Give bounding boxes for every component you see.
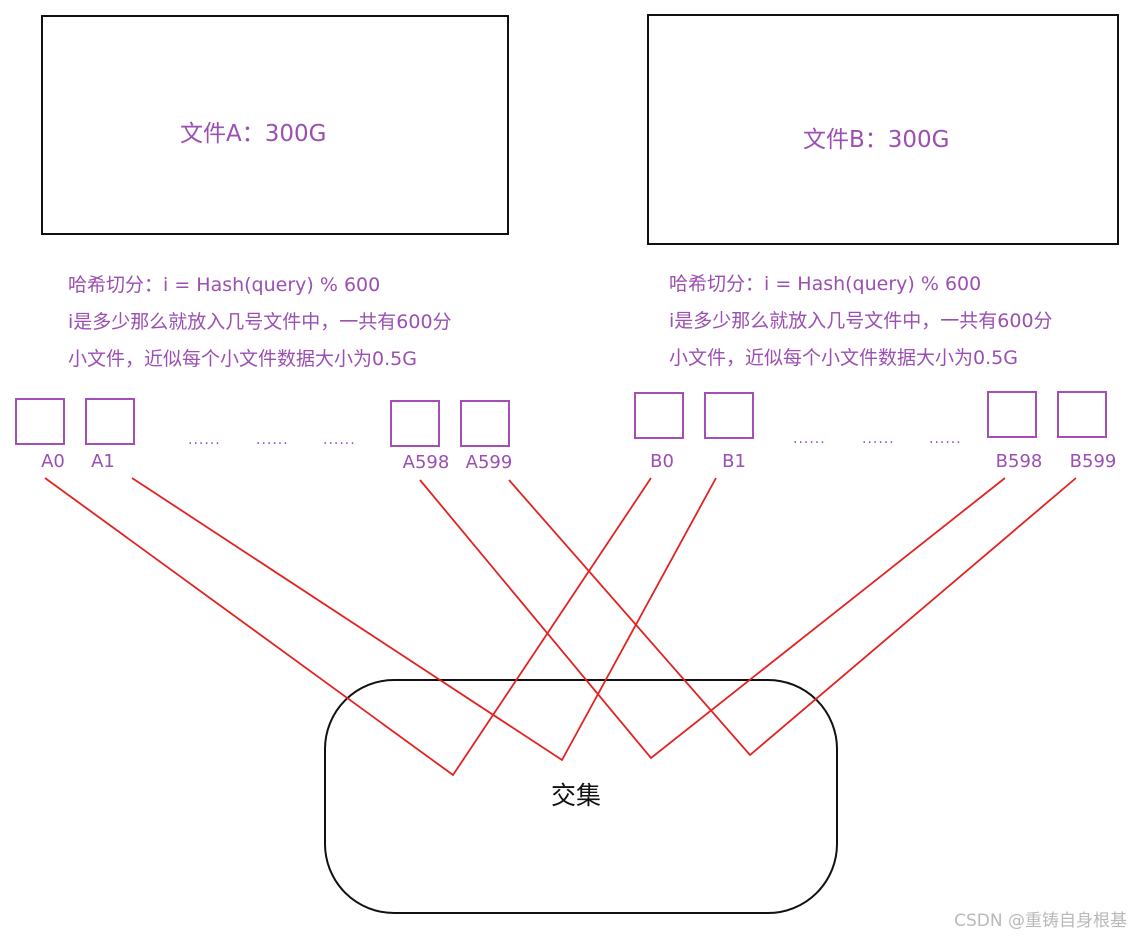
file-b-note-line: i是多少那么就放入几号文件中，一共有600分 [669,310,1053,332]
chunk-a598-box [390,400,440,447]
ellipsis: ...... [793,431,826,447]
intersection-label: 交集 [551,781,602,810]
file-b-note-line: 哈希切分：i = Hash(query) % 600 [669,273,982,295]
ellipsis: ...... [256,432,289,448]
chunk-b0-label: B0 [650,451,674,472]
file-a-note-line: 小文件，近似每个小文件数据大小为0.5G [68,348,417,370]
ellipsis: ...... [323,432,356,448]
line-a1-b1 [131,477,717,762]
file-a-notes: 哈希切分：i = Hash(query) % 600 i是多少那么就放入几号文件… [68,267,452,378]
file-a-title: 文件A：300G [180,121,327,147]
line-a599-b599 [508,477,1077,757]
chunk-a0-box [15,398,65,445]
chunk-a0-label: A0 [41,451,65,472]
chunk-b598-label: B598 [995,451,1043,472]
chunk-b0-box [634,392,684,439]
watermark: CSDN @重铸自身根基 [954,911,1127,931]
file-a-note-line: i是多少那么就放入几号文件中，一共有600分 [68,311,452,333]
file-b-note-line: 小文件，近似每个小文件数据大小为0.5G [669,347,1018,369]
chunk-a599-label: A599 [465,452,513,473]
ellipsis: ...... [862,431,895,447]
line-a598-b598 [419,477,1006,760]
chunk-a599-box [460,400,510,447]
file-b-notes: 哈希切分：i = Hash(query) % 600 i是多少那么就放入几号文件… [669,266,1053,377]
file-a-note-line: 哈希切分：i = Hash(query) % 600 [68,274,381,296]
file-a-box [41,15,509,235]
ellipsis: ...... [929,431,962,447]
file-b-box [647,14,1119,245]
chunk-a598-label: A598 [402,452,450,473]
chunk-b599-box [1057,391,1107,438]
chunk-b1-box [704,392,754,439]
file-b-title: 文件B：300G [803,127,950,153]
chunk-a1-box [85,398,135,445]
chunk-b1-label: B1 [722,451,746,472]
chunk-a1-label: A1 [91,451,115,472]
chunk-b598-box [987,391,1037,438]
ellipsis: ...... [188,432,221,448]
intersection-box [324,679,838,914]
line-a0-b0 [44,477,652,777]
chunk-b599-label: B599 [1069,451,1117,472]
